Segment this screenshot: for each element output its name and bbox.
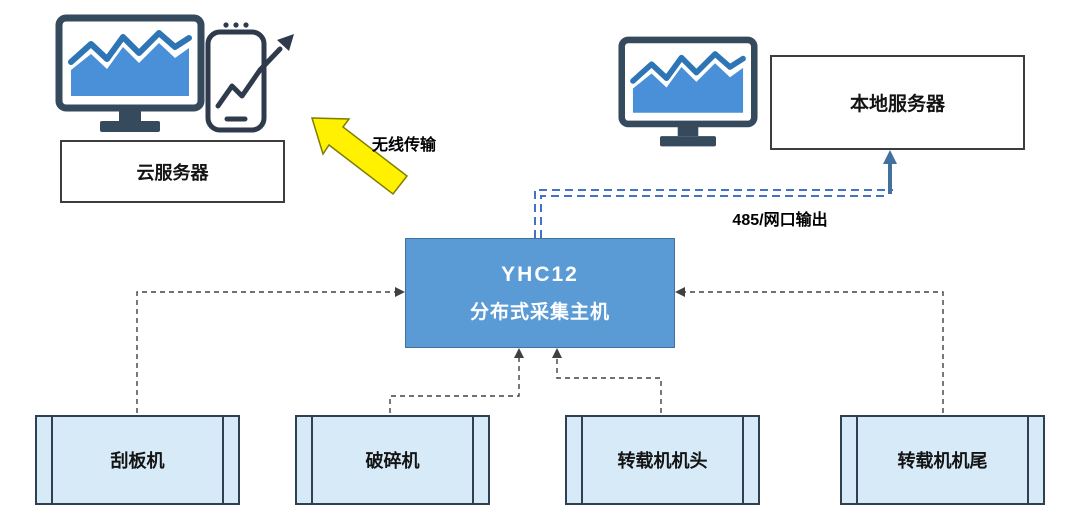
- device-inner-line: [1027, 416, 1029, 504]
- local-server-box: 本地服务器: [770, 55, 1025, 150]
- device-box-head-unit: 转载机机头: [565, 415, 760, 505]
- device-inner-line: [222, 416, 224, 504]
- local-server-label: 本地服务器: [849, 94, 945, 115]
- trend-arrowhead: [277, 34, 294, 51]
- monitor-stand-base: [660, 136, 716, 147]
- device-box-crusher: 破碎机: [295, 415, 490, 505]
- monitor-stand-base: [100, 121, 160, 132]
- phone-dot: [243, 22, 249, 28]
- monitor-chart-area: [71, 43, 189, 96]
- phone-dot: [223, 22, 229, 28]
- phone-trend-icon: [205, 22, 294, 133]
- connector-scraper: [136, 291, 395, 413]
- device-box-scraper: 刮板机: [35, 415, 240, 505]
- host-title: YHC12: [501, 262, 579, 286]
- bus-output-label: 485/网口输出: [732, 212, 828, 229]
- phone-body: [205, 29, 267, 133]
- cloud-monitor-icon: [55, 14, 205, 132]
- connector-head-unit: [556, 358, 662, 413]
- device-inner-line: [472, 416, 474, 504]
- wireless-transmission-label: 无线传输: [372, 137, 437, 154]
- cloud-server-box: 云服务器: [60, 140, 285, 203]
- device-label: 刮板机: [110, 451, 165, 471]
- device-label: 转载机机头: [617, 451, 708, 471]
- monitor-stand-neck: [677, 123, 699, 137]
- connector-crusher: [389, 358, 520, 413]
- device-box-tail-unit: 转载机机尾: [840, 415, 1045, 505]
- connector-head-unit-arrowhead: [552, 348, 562, 358]
- wireless-transmission-arrow: [310, 117, 409, 196]
- connector-crusher-arrowhead: [514, 348, 524, 358]
- device-label: 破碎机: [365, 451, 420, 471]
- phone-dot: [233, 22, 239, 28]
- device-inner-line: [742, 416, 744, 504]
- device-inner-line: [856, 416, 858, 504]
- monitor-chart-area: [632, 63, 744, 113]
- connector-tail-unit: [685, 291, 944, 413]
- monitor-chart-line: [68, 30, 192, 65]
- cloud-server-label: 云服务器: [136, 162, 209, 183]
- connector-tail-unit-arrowhead: [675, 287, 685, 297]
- local-monitor-icon: [618, 36, 758, 147]
- trend-arrow-shaft: [257, 46, 283, 73]
- device-inner-line: [51, 416, 53, 504]
- collection-host-box: YHC12 分布式采集主机: [405, 238, 675, 348]
- monitor-chart-line: [630, 51, 746, 84]
- device-inner-line: [311, 416, 313, 504]
- connector-scraper-arrowhead: [395, 287, 405, 297]
- device-label: 转载机机尾: [897, 451, 988, 471]
- host-subtitle: 分布式采集主机: [469, 301, 610, 323]
- device-inner-line: [581, 416, 583, 504]
- bus-arrowhead: [883, 150, 897, 164]
- phone-chart-line: [215, 67, 263, 109]
- monitor-stand-neck: [119, 108, 141, 121]
